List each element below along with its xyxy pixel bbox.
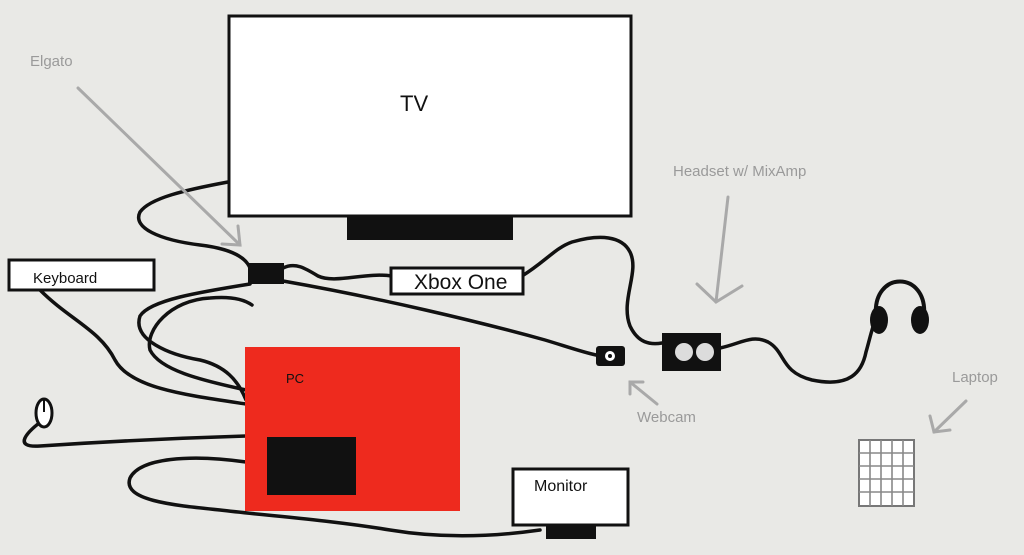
cables [22,180,878,538]
mixamp: Headset w/ MixAmp [662,163,806,371]
xbox-label: Xbox One [414,271,507,294]
keyboard-label: Keyboard [33,270,97,287]
laptop-label: Laptop [952,369,998,386]
webcam: Webcam [596,346,696,426]
cable-elgato-to-webcam [281,279,598,357]
webcam-arrow [628,380,659,406]
webcam-label: Webcam [637,409,696,426]
cable-mixamp-to-headset [718,316,878,384]
cable-xbox-to-mixamp [520,235,664,346]
elgato-label: Elgato [30,53,73,70]
monitor: Monitor [511,467,630,539]
cable-pc-left-loop [147,295,254,392]
headphones-icon [870,279,929,334]
keyboard: Keyboard [7,258,156,292]
pc: PC [245,347,460,511]
tv-stand [347,216,513,240]
headband [873,279,927,317]
elgato-box [248,263,284,284]
keyboard-box [7,258,156,292]
cable-elgato-to-xbox [281,263,394,281]
pc-label: PC [286,371,304,386]
cable-pc-to-monitor [127,456,542,538]
monitor-label: Monitor [534,478,588,495]
xbox-one: Xbox One [389,266,525,296]
pc-panel [267,437,356,495]
tv-screen [227,14,633,218]
headset-label: Headset w/ MixAmp [673,163,806,180]
tv-label: TV [400,91,428,116]
monitor-screen [511,467,630,527]
arrows [76,86,968,434]
mouse-body [34,397,54,429]
laptop-arrow [928,399,968,434]
cable-tv-to-elgato [136,180,252,270]
mouse [34,397,54,429]
monitor-stand [546,525,596,539]
headset-arrow [695,195,744,304]
mixamp-knob-right [696,343,714,361]
tv: TV [227,14,633,240]
elgato-arrow [76,86,242,247]
cable-keyboard-to-pc [38,288,248,406]
laptop-body [858,439,915,507]
laptop-icon: Laptop [858,369,998,507]
left-earcup [870,306,888,334]
webcam-lens-center [608,354,612,358]
mixamp-knob-left [675,343,693,361]
cable-mouse-to-pc [22,416,248,448]
right-earcup [911,306,929,334]
xbox-box [389,266,525,296]
